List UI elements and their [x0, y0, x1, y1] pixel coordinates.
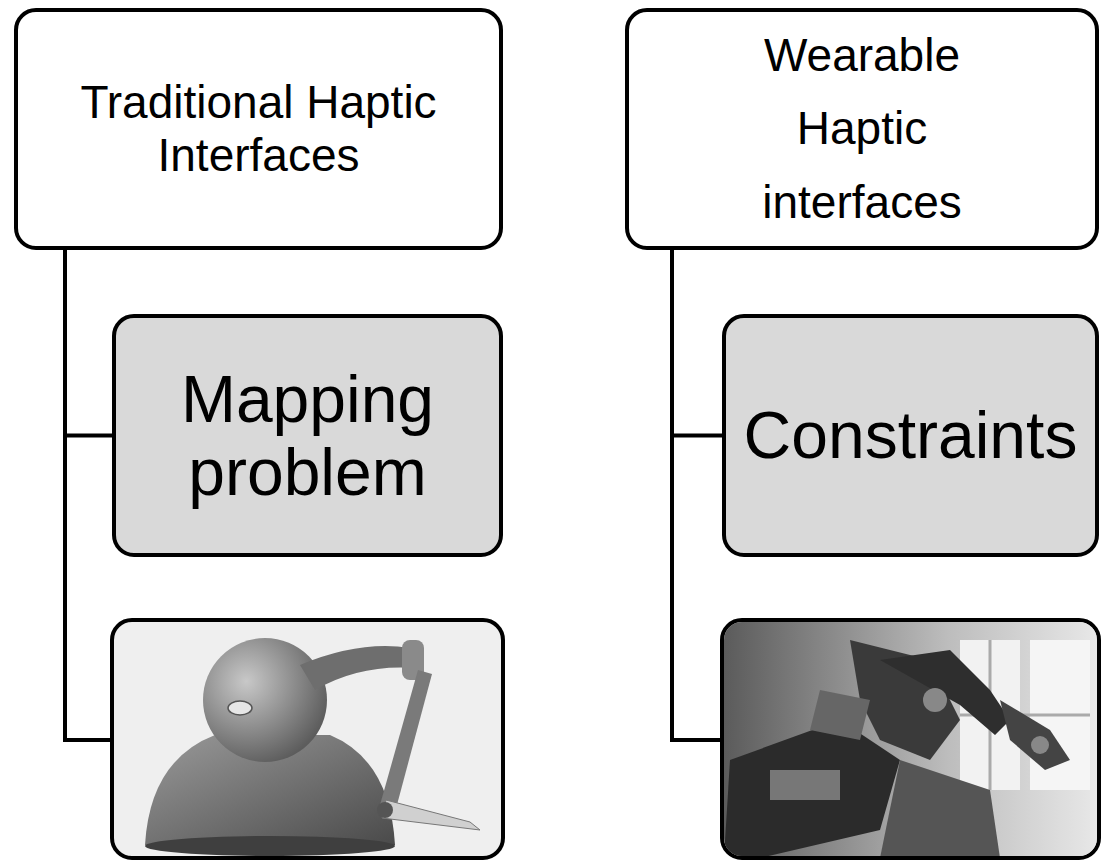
category-box: Wearable Haptic interfaces: [625, 8, 1099, 250]
node-label: Wearable Haptic interfaces: [740, 19, 985, 240]
node-label: Traditional Haptic Interfaces: [30, 76, 487, 182]
tree-connector: [65, 250, 112, 436]
branch-line: [65, 436, 112, 740]
haptic-device-picture: [112, 620, 503, 858]
exoskeleton-picture: [722, 620, 1099, 858]
tree-connector: [672, 250, 722, 436]
node-label: Constraints: [744, 399, 1078, 472]
node-label: Mapping problem: [128, 363, 487, 508]
topic-box: Mapping problem: [112, 314, 503, 557]
topic-box: Constraints: [722, 314, 1099, 557]
branch-line: [672, 436, 722, 740]
category-box: Traditional Haptic Interfaces: [14, 8, 503, 250]
